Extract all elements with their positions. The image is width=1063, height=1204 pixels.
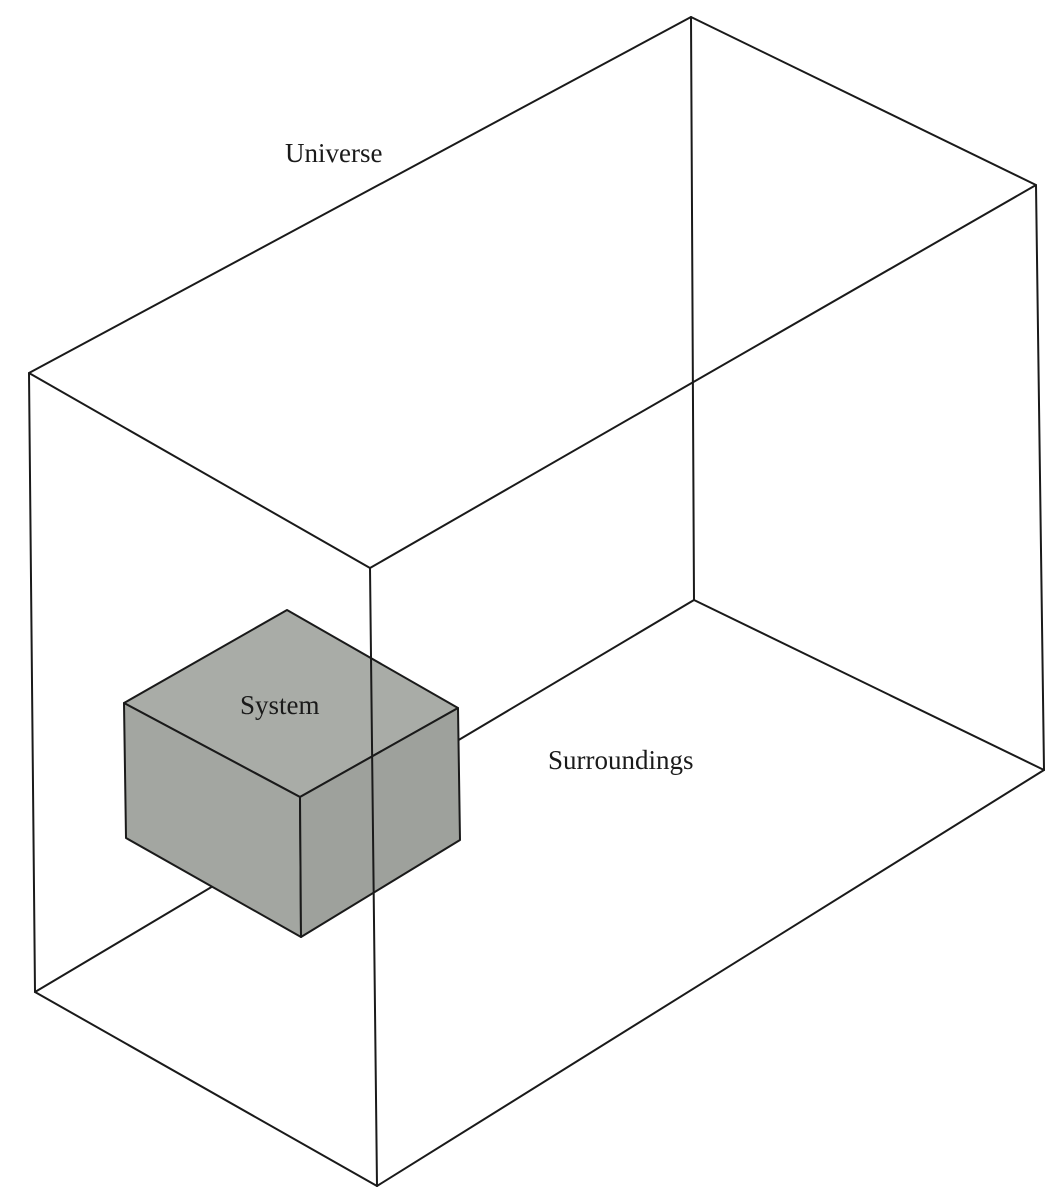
universe-right-vertical-edge [1035, 184, 1045, 771]
universe-back-bottom-right-edge [693, 599, 1045, 771]
system-label: System [240, 690, 320, 720]
universe-front-vertical-edge [369, 567, 378, 1187]
system-right-face [299, 707, 461, 938]
universe-box-front-edges [28, 16, 1045, 1187]
universe-label: Universe [285, 138, 382, 168]
universe-bottom-front-left-edge [34, 991, 378, 1187]
system-cube [123, 609, 461, 938]
universe-front-left-vertical-edge [28, 372, 36, 993]
surroundings-label: Surroundings [548, 745, 694, 775]
universe-back-vertical-edge [690, 16, 695, 601]
universe-bottom-front-right-edge [376, 769, 1045, 1187]
universe-top-face [28, 16, 1037, 569]
